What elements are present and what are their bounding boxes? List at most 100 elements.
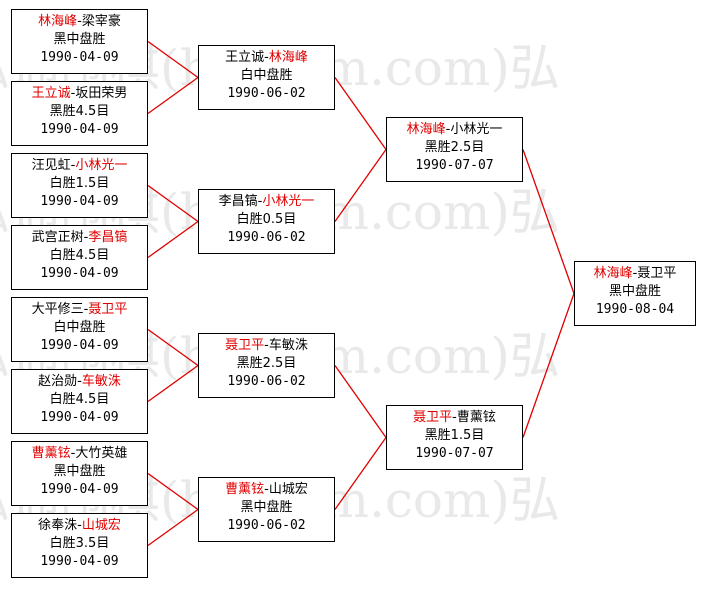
player-2: 曹薰铉 bbox=[456, 410, 496, 425]
match-box-round2-2: 李昌镐-小林光一 白胜0.5目 1990-06-02 bbox=[198, 189, 335, 254]
match-box-round1-1: 林海峰-梁宰豪 黑中盘胜 1990-04-09 bbox=[11, 9, 148, 74]
match-players: 李昌镐-小林光一 bbox=[218, 194, 315, 209]
match-result: 黑中盘胜 bbox=[53, 32, 106, 47]
bracket-connector-line bbox=[147, 472, 199, 511]
bracket-connector-line bbox=[522, 293, 575, 438]
match-result: 黑中盘胜 bbox=[53, 464, 106, 479]
player-2: 车敏洙 bbox=[268, 338, 308, 353]
match-result: 白胜0.5目 bbox=[236, 212, 297, 227]
bracket-connector-line bbox=[147, 508, 199, 547]
match-result: 白胜4.5目 bbox=[49, 248, 110, 263]
match-players: 大平修三-聂卫平 bbox=[31, 302, 128, 317]
bracket-connector-line bbox=[147, 220, 199, 259]
bracket-connector-line bbox=[147, 40, 199, 79]
player-2: 小林光一 bbox=[262, 194, 315, 209]
player-1: 林海峰 bbox=[38, 14, 78, 29]
bracket-connector-line bbox=[334, 437, 387, 510]
match-box-round1-3: 汪见虹-小林光一 白胜1.5目 1990-04-09 bbox=[11, 153, 148, 218]
match-box-round1-6: 赵治勋-车敏洙 白胜4.5目 1990-04-09 bbox=[11, 369, 148, 434]
player-2: 车敏洙 bbox=[81, 374, 121, 389]
bracket-connector-line bbox=[522, 149, 575, 294]
match-box-final: 林海峰-聂卫平 黑中盘胜 1990-08-04 bbox=[574, 261, 696, 326]
match-result: 白中盘胜 bbox=[53, 320, 106, 335]
match-players: 曹薰铉-山城宏 bbox=[225, 482, 308, 497]
player-2: 坂田荣男 bbox=[75, 86, 128, 101]
match-date: 1990-04-09 bbox=[40, 266, 119, 281]
match-date: 1990-04-09 bbox=[40, 50, 119, 65]
match-box-round2-3: 聂卫平-车敏洙 黑胜2.5目 1990-06-02 bbox=[198, 333, 335, 398]
player-2: 梁宰豪 bbox=[81, 14, 121, 29]
match-players: 王立诚-林海峰 bbox=[225, 50, 308, 65]
match-date: 1990-04-09 bbox=[40, 194, 119, 209]
bracket-connector-line bbox=[334, 149, 387, 222]
match-box-round1-7: 曹薰铉-大竹英雄 黑中盘胜 1990-04-09 bbox=[11, 441, 148, 506]
match-result: 黑胜1.5目 bbox=[424, 428, 485, 443]
match-result: 黑中盘胜 bbox=[608, 284, 661, 299]
match-players: 武宫正树-李昌镐 bbox=[31, 230, 128, 245]
match-players: 汪见虹-小林光一 bbox=[31, 158, 128, 173]
bracket-connector-line bbox=[334, 77, 387, 150]
player-2: 林海峰 bbox=[268, 50, 308, 65]
match-box-round2-4: 曹薰铉-山城宏 黑中盘胜 1990-06-02 bbox=[198, 477, 335, 542]
player-1: 大平修三 bbox=[31, 302, 84, 317]
match-date: 1990-04-09 bbox=[40, 122, 119, 137]
match-date: 1990-04-09 bbox=[40, 410, 119, 425]
player-1: 汪见虹 bbox=[31, 158, 71, 173]
match-box-round2-1: 王立诚-林海峰 白中盘胜 1990-06-02 bbox=[198, 45, 335, 110]
bracket-connector-line bbox=[147, 328, 199, 367]
match-box-round1-2: 王立诚-坂田荣男 黑胜4.5目 1990-04-09 bbox=[11, 81, 148, 146]
player-2: 聂卫平 bbox=[637, 266, 677, 281]
player-1: 王立诚 bbox=[225, 50, 265, 65]
bracket-connector-line bbox=[147, 364, 199, 403]
match-players: 徐奉洙-山城宏 bbox=[38, 518, 121, 533]
match-players: 林海峰-小林光一 bbox=[406, 122, 503, 137]
match-date: 1990-07-07 bbox=[415, 446, 494, 461]
match-result: 黑胜2.5目 bbox=[424, 140, 485, 155]
bracket-connector-line bbox=[334, 365, 387, 438]
player-1: 聂卫平 bbox=[225, 338, 265, 353]
match-date: 1990-06-02 bbox=[227, 230, 306, 245]
bracket-connector-line bbox=[147, 184, 199, 223]
match-players: 曹薰铉-大竹英雄 bbox=[31, 446, 128, 461]
match-box-round1-5: 大平修三-聂卫平 白中盘胜 1990-04-09 bbox=[11, 297, 148, 362]
player-2: 山城宏 bbox=[268, 482, 308, 497]
match-result: 黑中盘胜 bbox=[240, 500, 293, 515]
match-result: 白中盘胜 bbox=[240, 68, 293, 83]
match-players: 王立诚-坂田荣男 bbox=[31, 86, 128, 101]
bracket-connector-line bbox=[147, 76, 199, 115]
match-result: 白胜4.5目 bbox=[49, 392, 110, 407]
player-2: 大竹英雄 bbox=[75, 446, 128, 461]
match-result: 黑胜2.5目 bbox=[236, 356, 297, 371]
match-players: 赵治勋-车敏洙 bbox=[38, 374, 121, 389]
player-1: 王立诚 bbox=[31, 86, 71, 101]
match-players: 林海峰-梁宰豪 bbox=[38, 14, 121, 29]
match-date: 1990-06-02 bbox=[227, 86, 306, 101]
player-2: 小林光一 bbox=[450, 122, 503, 137]
player-1: 聂卫平 bbox=[413, 410, 453, 425]
player-2: 小林光一 bbox=[75, 158, 128, 173]
player-1: 林海峰 bbox=[593, 266, 633, 281]
match-result: 黑胜4.5目 bbox=[49, 104, 110, 119]
match-date: 1990-04-09 bbox=[40, 338, 119, 353]
match-date: 1990-07-07 bbox=[415, 158, 494, 173]
match-result: 白胜3.5目 bbox=[49, 536, 110, 551]
match-date: 1990-04-09 bbox=[40, 482, 119, 497]
match-box-semifinal-1: 林海峰-小林光一 黑胜2.5目 1990-07-07 bbox=[386, 117, 523, 182]
match-players: 聂卫平-曹薰铉 bbox=[413, 410, 496, 425]
match-players: 聂卫平-车敏洙 bbox=[225, 338, 308, 353]
player-1: 徐奉洙 bbox=[38, 518, 78, 533]
match-box-round1-4: 武宫正树-李昌镐 白胜4.5目 1990-04-09 bbox=[11, 225, 148, 290]
match-players: 林海峰-聂卫平 bbox=[593, 266, 677, 281]
player-1: 李昌镐 bbox=[218, 194, 258, 209]
player-1: 曹薰铉 bbox=[31, 446, 71, 461]
player-1: 曹薰铉 bbox=[225, 482, 265, 497]
player-2: 李昌镐 bbox=[88, 230, 128, 245]
match-date: 1990-06-02 bbox=[227, 374, 306, 389]
player-1: 赵治勋 bbox=[38, 374, 78, 389]
match-date: 1990-06-02 bbox=[227, 518, 306, 533]
match-date: 1990-04-09 bbox=[40, 554, 119, 569]
player-2: 聂卫平 bbox=[88, 302, 128, 317]
match-date: 1990-08-04 bbox=[595, 302, 675, 317]
player-2: 山城宏 bbox=[81, 518, 121, 533]
